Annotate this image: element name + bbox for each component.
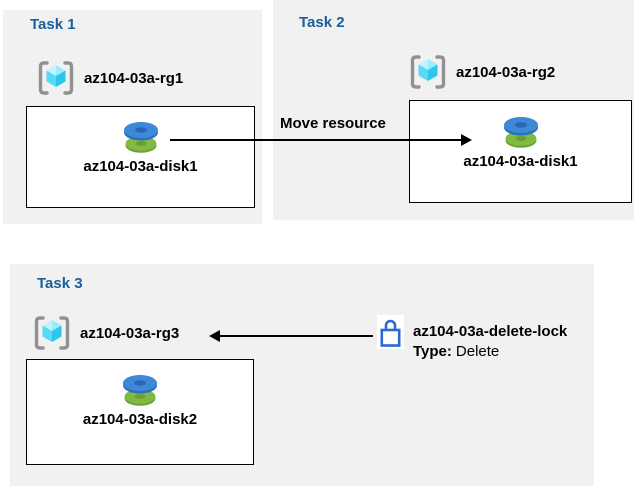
move-arrow-head bbox=[461, 134, 472, 146]
lock-type-line: Type:Delete bbox=[413, 342, 567, 362]
task3-disk-label: az104-03a-disk2 bbox=[82, 411, 198, 428]
task2-disk-label: az104-03a-disk1 bbox=[463, 153, 578, 170]
lock-label-block: az104-03a-delete-lock Type:Delete bbox=[413, 322, 567, 362]
task3-title: Task 3 bbox=[37, 275, 83, 292]
disk-icon bbox=[121, 373, 159, 407]
task3-resource-group-label: az104-03a-rg3 bbox=[80, 324, 180, 342]
resource-group-icon bbox=[37, 60, 75, 96]
task1-disk-label: az104-03a-disk1 bbox=[83, 158, 198, 175]
lock-arrow-head bbox=[209, 330, 220, 342]
lock-type-value: Delete bbox=[455, 343, 500, 360]
lock-name-label: az104-03a-delete-lock bbox=[413, 323, 568, 340]
move-arrow-label: Move resource bbox=[280, 115, 386, 132]
resource-group-icon bbox=[409, 54, 447, 90]
task1-panel: Task 1 az104-03a-rg1 az104-03a-disk1 bbox=[3, 10, 262, 224]
disk-icon bbox=[122, 120, 160, 154]
lock-arrow-line bbox=[220, 335, 373, 337]
task2-title: Task 2 bbox=[299, 14, 345, 31]
task2-resource-group: az104-03a-rg2 bbox=[409, 54, 555, 90]
resource-group-icon bbox=[33, 315, 71, 351]
lock-type-label: Type: bbox=[413, 343, 452, 360]
disk-icon bbox=[502, 115, 540, 149]
task2-resource-group-label: az104-03a-rg2 bbox=[456, 63, 556, 81]
task3-resource-box: az104-03a-disk2 bbox=[26, 359, 254, 465]
lock-icon bbox=[377, 315, 404, 349]
task1-resource-group-label: az104-03a-rg1 bbox=[84, 69, 184, 87]
task1-title: Task 1 bbox=[30, 16, 76, 33]
task1-resource-box: az104-03a-disk1 bbox=[26, 106, 255, 208]
task3-resource-group: az104-03a-rg3 bbox=[33, 315, 179, 351]
task1-resource-group: az104-03a-rg1 bbox=[37, 60, 183, 96]
move-arrow-line bbox=[170, 139, 462, 141]
task2-panel: Task 2 az104-03a-rg2 az104-03a-disk1 bbox=[273, 0, 634, 220]
task2-resource-box: az104-03a-disk1 bbox=[409, 100, 632, 203]
task3-panel: Task 3 az104-03a-rg3 az104-03a-disk2 bbox=[10, 264, 594, 486]
lock-icon-container bbox=[377, 315, 404, 349]
